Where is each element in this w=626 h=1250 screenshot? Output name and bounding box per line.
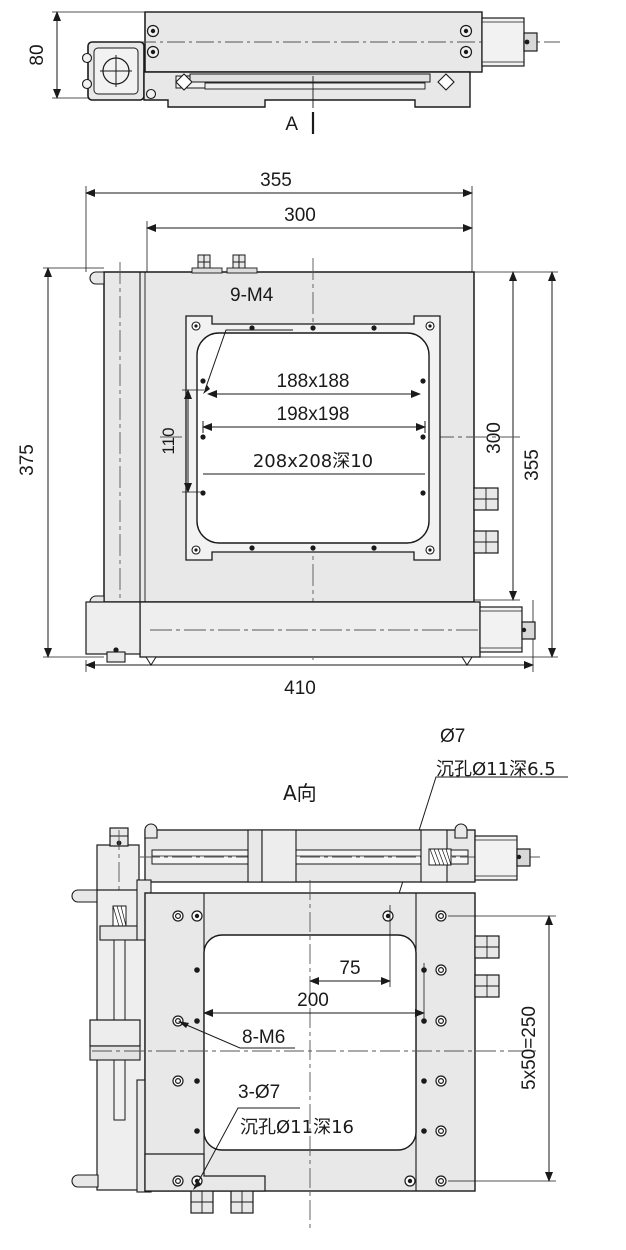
shaft-end-knob [523,32,538,52]
callout-label-counterbore-6p5: 沉孔Ø11深6.5 [436,759,556,780]
dim-label-75: 75 [339,958,360,979]
plan-frame-corner-screws [191,321,435,555]
left-motor-cap [81,41,145,101]
a-view-m6-hole-group [194,967,427,1134]
dim-width-200: 200 [203,963,425,1019]
view-label-a-direction: A向 [283,781,317,805]
dim-width-355: 355 [85,170,473,272]
plan-base-right-block [479,606,523,653]
plan-foot-group [106,647,473,666]
plan-right-bolt-group [473,487,499,554]
plan-base-rail [139,601,481,658]
a-view-left-column [71,827,152,1193]
callout-label-d7: Ø7 [440,726,465,747]
callout-label-9-m4: 9-M4 [230,285,274,306]
section-label-a: A [285,114,298,135]
dim-pitch-5x50: 5x50=250 [448,915,556,1182]
a-view-right-bolt-group [474,935,500,998]
dim-label-198: 198x198 [277,404,350,425]
plan-m4-hole-group [200,325,426,551]
dim-label-208: 208x208深10 [253,451,373,472]
carriage-mid-strip [204,82,426,90]
carriage-top-strip [189,73,431,83]
dim-label-300-right: 300 [484,422,505,454]
plan-aperture-opening [196,332,430,544]
rail-screw-group [146,24,473,59]
a-view-upper-rail [140,823,540,883]
plan-top-bolt-group [191,254,258,274]
dim-label-5x50-250: 5x50=250 [519,1006,540,1090]
dim-label-355-top: 355 [260,170,292,191]
dim-bore-188: 188x188 [207,371,421,398]
callout-label-counterbore-16: 沉孔Ø11深16 [240,1117,354,1138]
view-side-elevation: 80 [27,11,560,135]
shaft-center-dot [524,39,530,45]
right-actuator-block [481,17,525,67]
dim-label-110: 110 [159,427,178,454]
plan-base-left-block [85,601,141,655]
dim-label-410: 410 [284,678,316,699]
dim-bore-198: 198x198 [202,404,426,433]
view-plan: 355 300 375 410 355 [17,170,558,699]
dim-label-80: 80 [27,44,48,65]
callout-3-d7: 3-Ø7 沉孔Ø11深16 [193,1082,354,1190]
dim-label-200: 200 [297,990,329,1011]
callout-8-m6: 8-M6 [178,1021,295,1049]
dim-height-110: 110 [159,389,204,493]
plan-left-tab-top [89,271,105,285]
dim-height-375: 375 [17,267,104,658]
dim-height-300-right: 300 [474,271,520,601]
dim-label-355-right: 355 [522,449,543,481]
callout-label-3-d7: 3-Ø7 [238,1082,280,1103]
section-marker-a: A [285,112,315,135]
dim-label-188: 188x188 [277,371,350,392]
dim-width-75: 75 [309,905,391,987]
carriage-pivot-screw [145,88,157,100]
a-view-foot-group [190,1190,254,1214]
callout-9-m4: 9-M4 [203,285,293,394]
dim-bore-208: 208x208深10 [203,451,425,475]
dim-width-300: 300 [146,205,473,272]
dim-label-300-top: 300 [284,205,316,226]
view-a-direction: Ø7 沉孔Ø11深6.5 A向 [71,726,568,1230]
callout-label-8-m6: 8-M6 [242,1027,285,1048]
dim-label-375: 375 [17,444,38,476]
dim-height-80: 80 [27,11,148,99]
diamond-marker-group [175,73,455,91]
